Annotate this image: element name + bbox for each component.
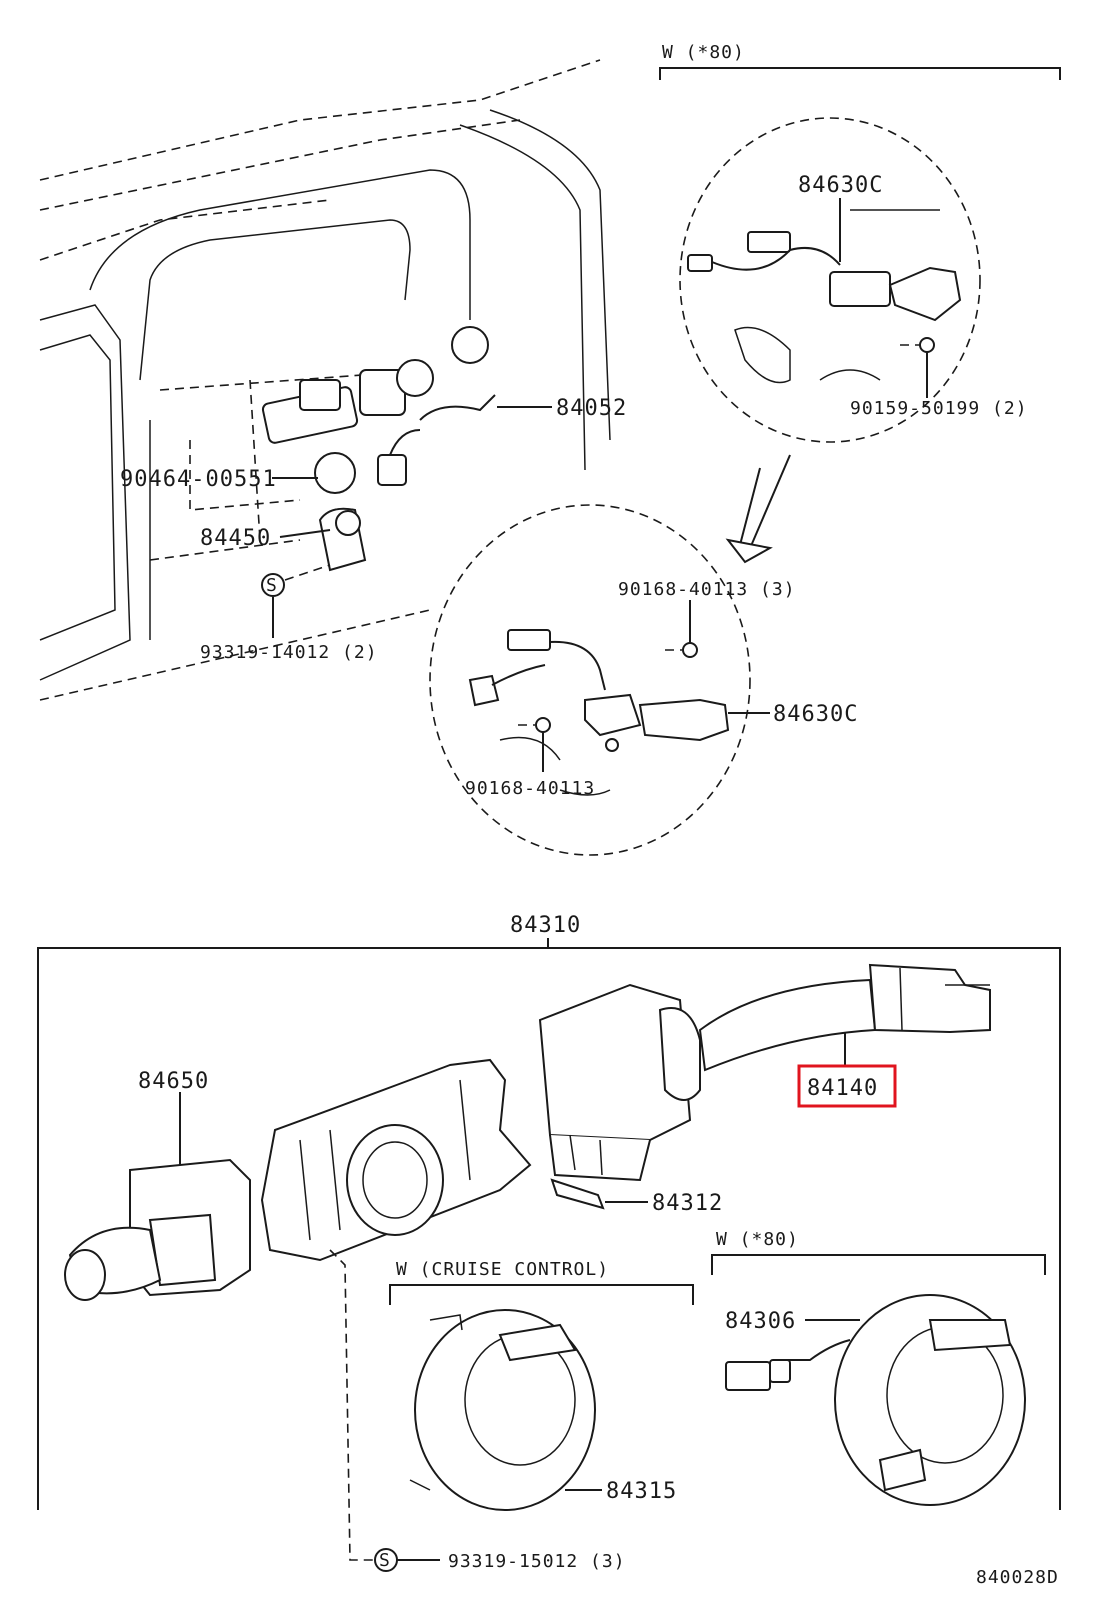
label-84315: 84315 <box>606 1479 677 1504</box>
label-84630c-mid: 84630C <box>773 702 858 727</box>
label-90464-00551: 90464-00551 <box>120 467 277 492</box>
s-mark-icon-bottom: S <box>374 1548 398 1572</box>
label-84052: 84052 <box>556 396 627 421</box>
label-93319-15012: 93319-15012 (3) <box>448 1551 626 1572</box>
label-84650: 84650 <box>138 1069 209 1094</box>
label-90168-40113: 90168-40113 <box>465 778 595 799</box>
svg-text:S: S <box>379 1550 391 1571</box>
label-84310: 84310 <box>510 913 581 938</box>
assembly-box-84310 <box>37 947 1061 1510</box>
cruise-control-bracket <box>389 1284 694 1305</box>
label-90168-40113-3: 90168-40113 (3) <box>618 579 796 600</box>
label-84630c-top: 84630C <box>798 173 883 198</box>
label-84312: 84312 <box>652 1191 723 1216</box>
label-84140: 84140 <box>807 1076 878 1101</box>
w80-bottom-bracket <box>711 1254 1046 1275</box>
w80-top-label: W (*80) <box>662 42 745 63</box>
arrow-top-to-middle <box>725 454 791 564</box>
highlight-box-84140 <box>797 1064 897 1108</box>
cruise-control-label: W (CRUISE CONTROL) <box>396 1259 609 1280</box>
turn-signal-lever-84140 <box>538 963 991 1182</box>
label-93319-14012: 93319-14012 (2) <box>200 642 378 663</box>
steering-wheel-middle <box>429 504 751 856</box>
leader-93319-15012-dash <box>329 1249 374 1561</box>
steering-wheel-top <box>679 117 981 443</box>
w80-top-bracket <box>659 67 1061 80</box>
w80-bottom-label: W (*80) <box>716 1229 799 1250</box>
label-84450: 84450 <box>200 526 271 551</box>
diagram-id: 840028D <box>976 1567 1059 1588</box>
combination-switch-small-parts <box>261 326 496 572</box>
switch-housing <box>260 1058 532 1262</box>
label-84306: 84306 <box>725 1309 796 1334</box>
spiral-cable-84306 <box>725 1294 1026 1506</box>
spiral-cable-84315 <box>409 1309 596 1511</box>
label-90159-50199: 90159-50199 (2) <box>850 398 1028 419</box>
svg-text:S: S <box>266 575 278 596</box>
s-mark-icon: S <box>261 573 285 597</box>
dashboard-illustration <box>39 59 611 701</box>
leader-84450 <box>279 529 331 538</box>
pin-84312 <box>550 1178 605 1210</box>
leader-s-mark-top <box>284 564 331 581</box>
wiper-switch-84650 <box>64 1158 251 1301</box>
